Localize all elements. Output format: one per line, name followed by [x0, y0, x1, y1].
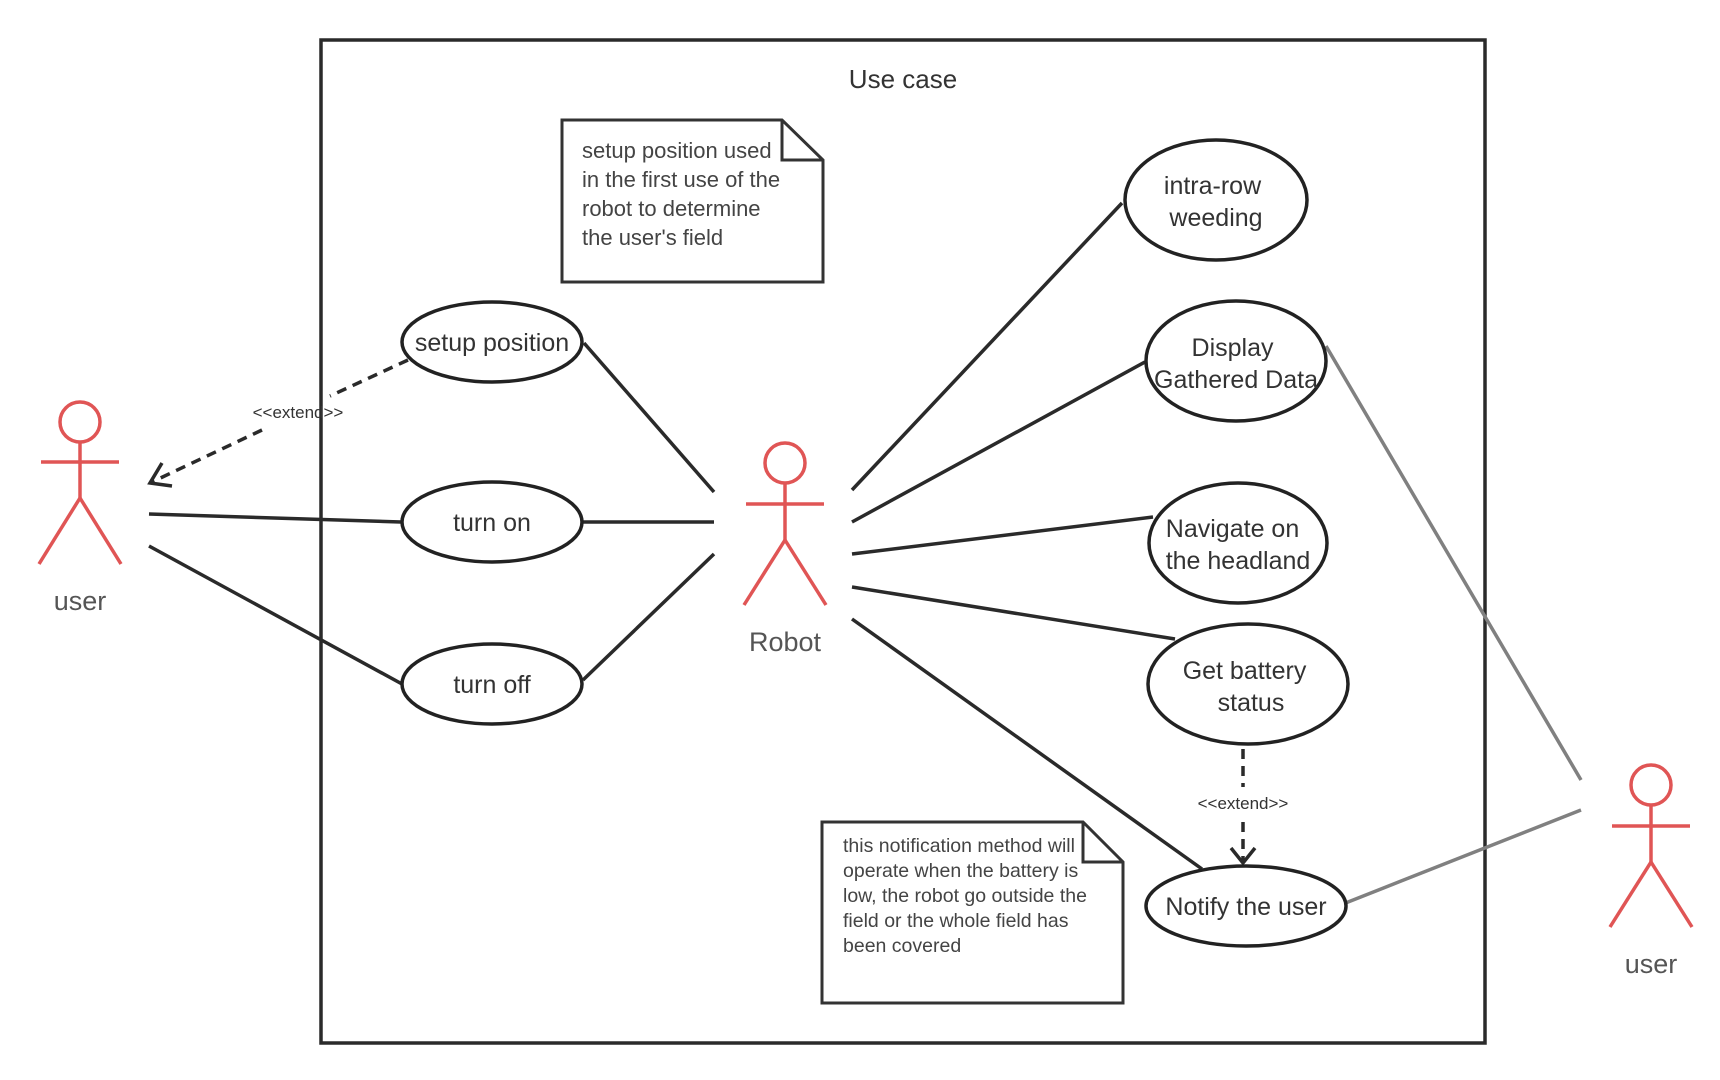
usecase-display-gathered-data: Display Gathered Data	[1144, 299, 1328, 423]
note-notification-text: this notification method will operate wh…	[843, 835, 1092, 957]
association-robot-navigate	[851, 515, 1154, 556]
usecase-turn-off-label: turn off	[453, 671, 530, 699]
association-robot-display	[851, 360, 1146, 524]
extend-label-setup: <<extend>>	[253, 403, 344, 422]
association-setup-robot	[582, 341, 716, 494]
association-display-right-user	[1324, 345, 1583, 781]
usecase-get-battery-status: Get battery status	[1146, 622, 1350, 746]
actor-robot	[742, 441, 828, 606]
note-setup	[560, 118, 825, 284]
actor-robot-label: Robot	[749, 627, 822, 657]
usecase-turn-off: turn off	[400, 642, 584, 726]
actor-user-right	[1608, 763, 1694, 928]
note-notification-fold	[1081, 822, 1123, 864]
usecase-setup-position: setup position	[400, 300, 584, 384]
system-boundary-title: Use case	[849, 64, 957, 94]
extend-line-setup-upper	[329, 358, 409, 398]
actor-user-left-label: user	[54, 586, 107, 616]
usecase-intra-row-weeding: intra-row weeding	[1123, 138, 1309, 262]
usecase-setup-position-label: setup position	[415, 329, 569, 357]
usecase-turn-on: turn on	[400, 480, 584, 564]
usecase-notify-user-label: Notify the user	[1165, 893, 1326, 921]
usecase-navigate-headland: Navigate on the headland	[1147, 481, 1329, 605]
association-robot-notify	[850, 617, 1204, 871]
note-setup-text: setup position used in the first use of …	[582, 138, 786, 250]
extend-arrowhead-notify	[1229, 846, 1257, 866]
extend-arrowhead-setup	[147, 462, 173, 488]
extend-label-notify: <<extend>>	[1198, 794, 1289, 813]
system-boundary	[319, 38, 1487, 1045]
usecase-intra-row-weeding-label: intra-row weeding	[1164, 172, 1268, 232]
usecase-turn-on-label: turn on	[453, 509, 531, 537]
association-notify-right-user	[1342, 808, 1582, 906]
usecase-display-gathered-data-label: Display Gathered Data	[1154, 334, 1318, 394]
association-robot-weeding	[850, 201, 1124, 492]
usecase-get-battery-status-label: Get battery status	[1183, 657, 1314, 717]
usecase-navigate-headland-label: Navigate on the headland	[1166, 515, 1311, 575]
actor-user-left	[37, 400, 123, 565]
note-setup-fold	[780, 120, 823, 162]
association-user-turn-off	[148, 544, 403, 686]
extend-line-setup-lower	[151, 428, 263, 484]
association-user-turn-on	[148, 512, 402, 524]
association-turn-off-robot	[581, 552, 716, 682]
usecase-notify-user: Notify the user	[1144, 864, 1348, 948]
note-notification	[820, 820, 1125, 1005]
actor-user-right-label: user	[1625, 949, 1678, 979]
association-robot-battery	[851, 585, 1176, 641]
